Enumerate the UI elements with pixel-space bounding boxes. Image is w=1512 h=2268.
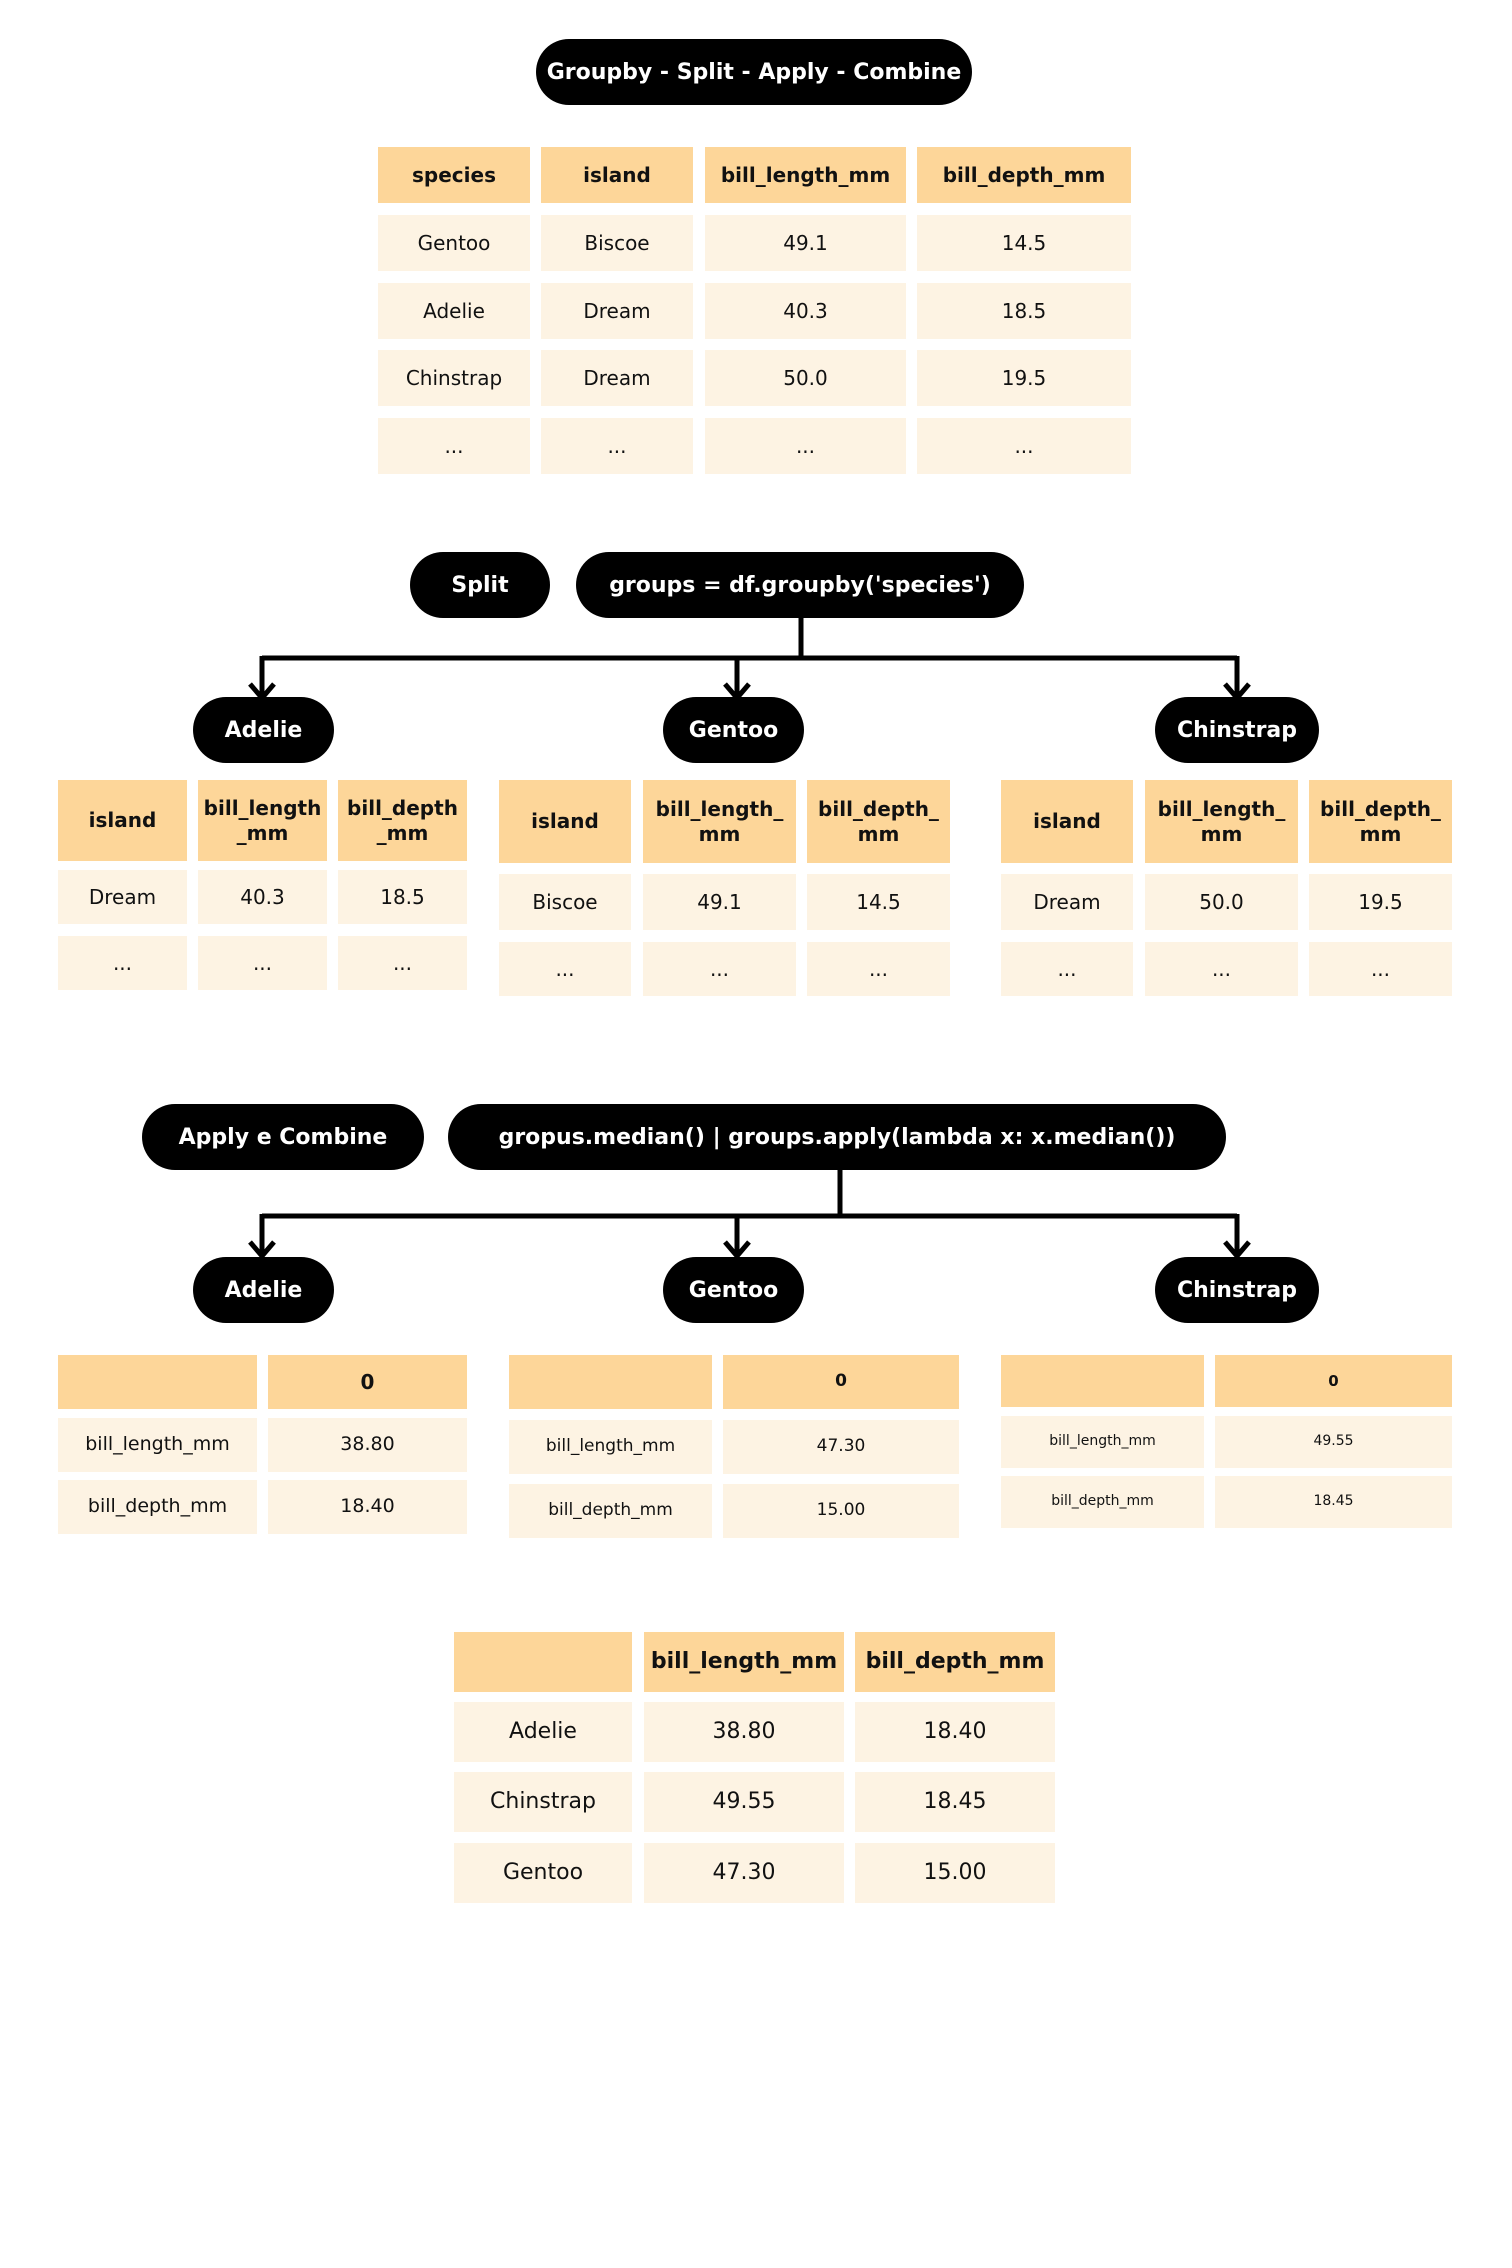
table-cell: 50.0: [705, 350, 906, 406]
table-cell: 14.5: [917, 215, 1131, 271]
table-header: [509, 1355, 712, 1409]
table-cell: ...: [378, 418, 530, 474]
table-cell: ...: [705, 418, 906, 474]
table-cell: ...: [643, 942, 796, 996]
split-group-gentoo: Gentoo: [663, 697, 804, 763]
table-cell: ...: [1145, 942, 1298, 996]
table-cell: 49.1: [705, 215, 906, 271]
table-cell: ...: [1309, 942, 1452, 996]
split-group-adelie: Adelie: [193, 697, 334, 763]
apply-connector: [248, 1170, 1251, 1260]
table-header: island: [1001, 780, 1133, 863]
table-cell: 40.3: [705, 283, 906, 339]
table-cell: bill_depth_mm: [1001, 1476, 1204, 1528]
table-cell: ...: [807, 942, 950, 996]
table-cell: 47.30: [723, 1420, 959, 1474]
table-cell: 15.00: [855, 1843, 1055, 1903]
source-header-island: island: [541, 147, 693, 203]
table-cell: 18.45: [855, 1772, 1055, 1832]
table-cell: 19.5: [1309, 874, 1452, 930]
table-cell: ...: [917, 418, 1131, 474]
table-header: [58, 1355, 257, 1409]
source-header-species: species: [378, 147, 530, 203]
table-header: 0: [723, 1355, 959, 1409]
split-group-chinstrap: Chinstrap: [1155, 697, 1319, 763]
table-cell: ...: [499, 942, 631, 996]
table-header: bill_length _mm: [198, 780, 327, 861]
table-cell: 19.5: [917, 350, 1131, 406]
table-cell: Dream: [1001, 874, 1133, 930]
table-cell: Gentoo: [378, 215, 530, 271]
apply-group-adelie: Adelie: [193, 1257, 334, 1323]
table-cell: Dream: [541, 283, 693, 339]
apply-label-pill: Apply e Combine: [142, 1104, 424, 1170]
table-cell: Biscoe: [499, 874, 631, 930]
table-cell: 38.80: [644, 1702, 844, 1762]
table-cell: Chinstrap: [378, 350, 530, 406]
table-cell: 18.40: [855, 1702, 1055, 1762]
table-cell: Adelie: [454, 1702, 632, 1762]
table-header: bill_depth_ mm: [1309, 780, 1452, 863]
table-cell: Biscoe: [541, 215, 693, 271]
table-header: 0: [1215, 1355, 1452, 1407]
table-cell: bill_depth_mm: [58, 1480, 257, 1534]
table-header: island: [58, 780, 187, 861]
table-cell: 38.80: [268, 1418, 467, 1472]
source-header-bill-depth: bill_depth_mm: [917, 147, 1131, 203]
table-cell: ...: [338, 936, 467, 990]
table-cell: 50.0: [1145, 874, 1298, 930]
table-cell: 49.1: [643, 874, 796, 930]
table-cell: 47.30: [644, 1843, 844, 1903]
table-cell: bill_depth_mm: [509, 1484, 712, 1538]
table-cell: ...: [1001, 942, 1133, 996]
table-cell: 14.5: [807, 874, 950, 930]
table-cell: ...: [58, 936, 187, 990]
table-header: bill_depth_ mm: [807, 780, 950, 863]
table-cell: ...: [198, 936, 327, 990]
table-cell: bill_length_mm: [58, 1418, 257, 1472]
table-header: island: [499, 780, 631, 863]
table-cell: 49.55: [1215, 1416, 1452, 1468]
title-pill: Groupby - Split - Apply - Combine: [536, 39, 972, 105]
table-cell: Dream: [58, 870, 187, 924]
table-cell: 18.5: [917, 283, 1131, 339]
source-header-bill-length: bill_length_mm: [705, 147, 906, 203]
table-header: bill_length_mm: [644, 1632, 844, 1692]
table-cell: 18.45: [1215, 1476, 1452, 1528]
table-cell: 18.40: [268, 1480, 467, 1534]
table-header: 0: [268, 1355, 467, 1409]
table-cell: Adelie: [378, 283, 530, 339]
split-label-pill: Split: [410, 552, 550, 618]
table-cell: Chinstrap: [454, 1772, 632, 1832]
split-code-pill: groups = df.groupby('species'): [576, 552, 1024, 618]
apply-group-gentoo: Gentoo: [663, 1257, 804, 1323]
apply-code-pill: gropus.median() | groups.apply(lambda x:…: [448, 1104, 1226, 1170]
table-cell: 40.3: [198, 870, 327, 924]
table-cell: Dream: [541, 350, 693, 406]
apply-group-chinstrap: Chinstrap: [1155, 1257, 1319, 1323]
table-header: bill_depth_mm: [855, 1632, 1055, 1692]
table-header: bill_depth _mm: [338, 780, 467, 861]
table-cell: bill_length_mm: [509, 1420, 712, 1474]
table-cell: ...: [541, 418, 693, 474]
table-header: [454, 1632, 632, 1692]
table-header: [1001, 1355, 1204, 1407]
table-cell: 15.00: [723, 1484, 959, 1538]
table-header: bill_length_ mm: [1145, 780, 1298, 863]
table-cell: 49.55: [644, 1772, 844, 1832]
table-header: bill_length_ mm: [643, 780, 796, 863]
split-connector: [248, 618, 1251, 702]
table-cell: Gentoo: [454, 1843, 632, 1903]
table-cell: 18.5: [338, 870, 467, 924]
table-cell: bill_length_mm: [1001, 1416, 1204, 1468]
